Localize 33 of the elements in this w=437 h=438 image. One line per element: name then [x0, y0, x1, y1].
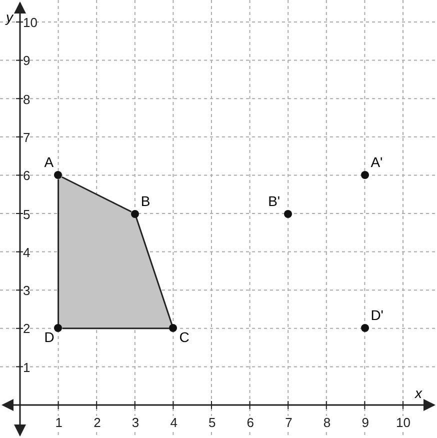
polygon-side — [62, 328, 170, 330]
point-label: A — [44, 155, 54, 170]
tick-label: 9 — [23, 54, 30, 68]
point-label: C — [179, 330, 190, 344]
tick-label: 5 — [23, 208, 30, 220]
tick-label: 4 — [170, 416, 178, 429]
tick-label: 1 — [23, 360, 30, 374]
tick-label: 4 — [23, 246, 30, 259]
point-label: D — [44, 330, 54, 344]
point-label: B' — [268, 194, 280, 208]
tick-label: 3 — [132, 416, 140, 429]
tick-label: 2 — [23, 322, 30, 336]
point-label: D' — [370, 308, 384, 322]
tick-label: 7 — [23, 130, 30, 144]
polygon-side — [135, 217, 173, 325]
polygon-side — [62, 176, 132, 212]
tick-label: 9 — [362, 416, 369, 429]
tick-label: 8 — [23, 92, 30, 106]
tick-label: 6 — [23, 169, 30, 182]
tick-label: 7 — [285, 416, 292, 429]
tick-label: 8 — [323, 416, 331, 429]
tick-label: 10 — [23, 16, 38, 29]
tick-label: 10 — [396, 416, 410, 429]
axis-label: x — [415, 386, 422, 400]
tick-label: 2 — [94, 416, 101, 429]
axis-label: y — [6, 10, 13, 24]
tick-label: 3 — [23, 284, 30, 298]
point-label: A' — [370, 155, 383, 170]
tick-label: 6 — [246, 416, 254, 429]
point-label: B — [140, 194, 150, 208]
tick-label: 5 — [208, 416, 216, 429]
polygon-side — [58, 179, 60, 324]
tick-label: 1 — [55, 416, 63, 429]
